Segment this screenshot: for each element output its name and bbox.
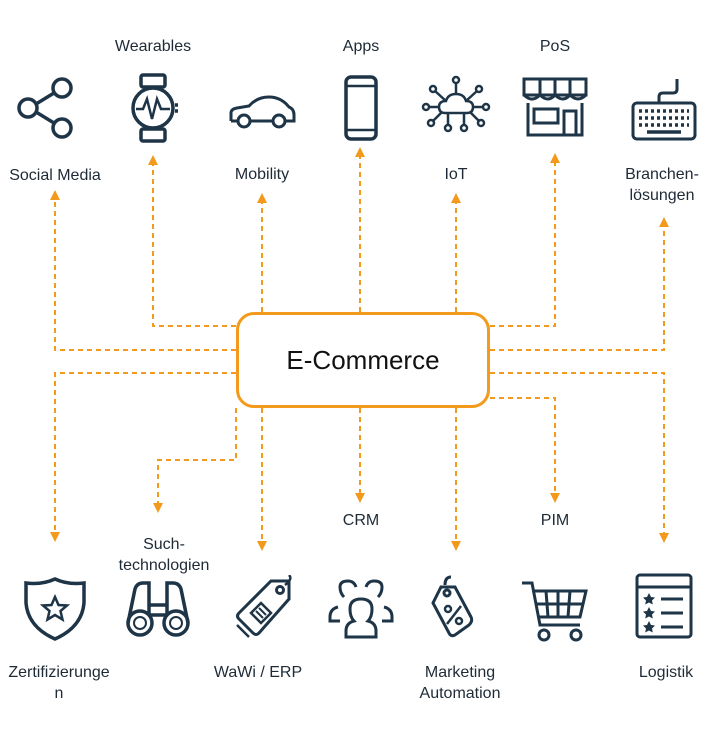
label-marketing-automation: Marketing Automation bbox=[419, 664, 501, 702]
edge-wearables bbox=[148, 155, 236, 327]
keyboard-icon bbox=[629, 77, 699, 147]
label-apps: Apps bbox=[342, 38, 380, 55]
smartphone-icon bbox=[326, 73, 396, 143]
shield-star-icon bbox=[20, 573, 90, 643]
store-icon bbox=[520, 73, 590, 143]
label-crm: CRM bbox=[342, 512, 380, 529]
label-pim: PIM bbox=[540, 512, 570, 529]
label-iot: IoT bbox=[444, 166, 468, 183]
iot-cloud-icon bbox=[421, 73, 491, 143]
label-branchenloesungen: Branchen- lösungen bbox=[625, 166, 699, 204]
people-group-icon bbox=[326, 575, 396, 645]
edge-branchen bbox=[490, 217, 669, 351]
smartwatch-icon bbox=[118, 73, 188, 143]
price-tag-icon bbox=[227, 575, 297, 645]
edge-zertifizierungen bbox=[50, 372, 236, 542]
label-pos: PoS bbox=[539, 38, 571, 55]
car-icon bbox=[227, 77, 297, 147]
label-logistik: Logistik bbox=[638, 664, 694, 681]
binoculars-icon bbox=[123, 575, 193, 645]
label-wearables: Wearables bbox=[114, 38, 192, 55]
label-wawi-erp: WaWi / ERP bbox=[213, 664, 303, 681]
edge-logistik bbox=[490, 372, 669, 543]
label-zertifizierungen: Zertifizierunge n bbox=[8, 664, 110, 702]
label-mobility: Mobility bbox=[234, 166, 290, 183]
checklist-icon bbox=[629, 571, 699, 641]
label-social-media: Social Media bbox=[9, 167, 101, 184]
percent-tag-icon bbox=[421, 573, 491, 643]
share-icon bbox=[10, 73, 80, 143]
edge-pos bbox=[490, 153, 560, 327]
hub-label: E-Commerce bbox=[286, 344, 440, 375]
edge-pim bbox=[490, 397, 560, 503]
shopping-cart-icon bbox=[520, 577, 590, 647]
hub-ecommerce: E-Commerce bbox=[236, 312, 490, 408]
label-suchtechnologien: Such- technologien bbox=[118, 536, 210, 574]
edge-social-media bbox=[50, 190, 236, 351]
edge-suchtechnologien bbox=[153, 408, 237, 513]
